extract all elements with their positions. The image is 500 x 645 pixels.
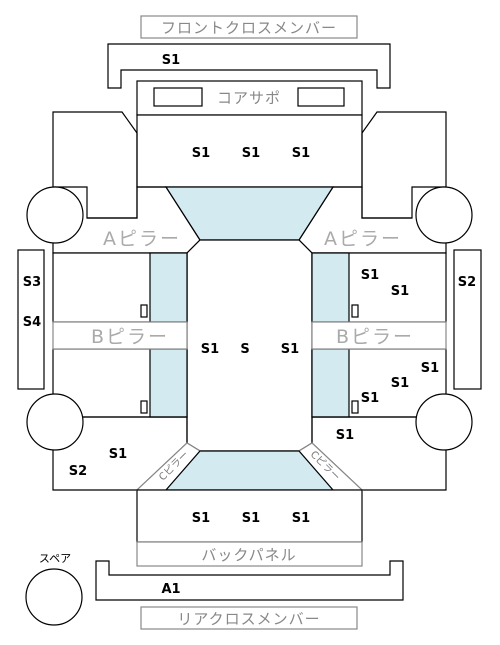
left-side-sill	[17, 249, 45, 390]
left-b-pillar	[52, 321, 188, 350]
right-front-wheel	[415, 186, 473, 244]
front-cross-member-label: フロントクロスメンバー	[161, 19, 337, 37]
right-front-window	[311, 252, 350, 323]
right-a-pillar-label: Aピラー	[324, 228, 402, 250]
left-front-door-handle	[140, 304, 148, 318]
right-rear-door-grade-2: S1	[391, 376, 409, 391]
left-rear-fender-grade: S1	[109, 447, 127, 462]
rear-cross-member-grade: A1	[161, 582, 180, 597]
rear-bumper-outline	[95, 560, 404, 601]
hood-grade-right: S1	[292, 146, 310, 161]
core-support-label: コアサポ	[217, 89, 281, 107]
right-rear-door-handle	[351, 400, 359, 414]
left-front-window	[149, 252, 188, 323]
left-rear-window	[149, 348, 188, 418]
rear-cross-member-label: リアクロスメンバー	[177, 610, 320, 628]
right-rear-door-grade-3: S1	[361, 391, 379, 406]
left-a-pillar-label: Aピラー	[103, 228, 181, 250]
windshield	[164, 186, 335, 241]
trunk-grade-center: S1	[242, 511, 260, 526]
roof-grade-left: S1	[201, 342, 219, 357]
hood-grade-center: S1	[242, 146, 260, 161]
back-panel-box	[136, 541, 363, 567]
left-side-sill-grade-lower: S4	[23, 315, 41, 330]
right-side-sill-grade: S2	[458, 275, 476, 290]
right-side-sill	[453, 249, 482, 390]
right-rear-window	[311, 348, 350, 418]
left-side-sill-grade-upper: S3	[23, 275, 41, 290]
roof-grade-center: S	[240, 342, 249, 357]
spare-label: スペア	[39, 552, 71, 565]
trunk-lid	[136, 489, 363, 543]
left-rear-door-handle	[140, 400, 148, 414]
spare-tire	[25, 568, 83, 626]
roof-grade-right: S1	[281, 342, 299, 357]
right-rear-fender-grade: S1	[336, 428, 354, 443]
right-front-door-grade-1: S1	[361, 268, 379, 283]
left-rear-wheel	[26, 393, 84, 451]
right-headlight	[297, 87, 345, 107]
left-front-wheel	[26, 186, 84, 244]
left-b-pillar-label: Bピラー	[91, 326, 169, 348]
hood-grade-left: S1	[192, 146, 210, 161]
back-panel-label: バックパネル	[201, 546, 296, 564]
right-front-door-handle	[351, 304, 359, 318]
right-b-pillar-label: Bピラー	[336, 326, 414, 348]
right-rear-wheel	[415, 393, 473, 451]
front-cross-member-grade: S1	[162, 53, 180, 68]
front-cross-member-box	[140, 15, 358, 39]
right-front-door-grade-2: S1	[391, 284, 409, 299]
trunk-grade-left: S1	[192, 511, 210, 526]
rear-cross-member-box	[140, 606, 358, 630]
left-headlight	[153, 87, 203, 107]
right-rear-door-grade-1: S1	[421, 361, 439, 376]
front-bumper-outline	[107, 43, 391, 89]
left-rear-corner-grade: S2	[69, 464, 87, 479]
right-b-pillar	[311, 321, 447, 350]
trunk-grade-right: S1	[292, 511, 310, 526]
